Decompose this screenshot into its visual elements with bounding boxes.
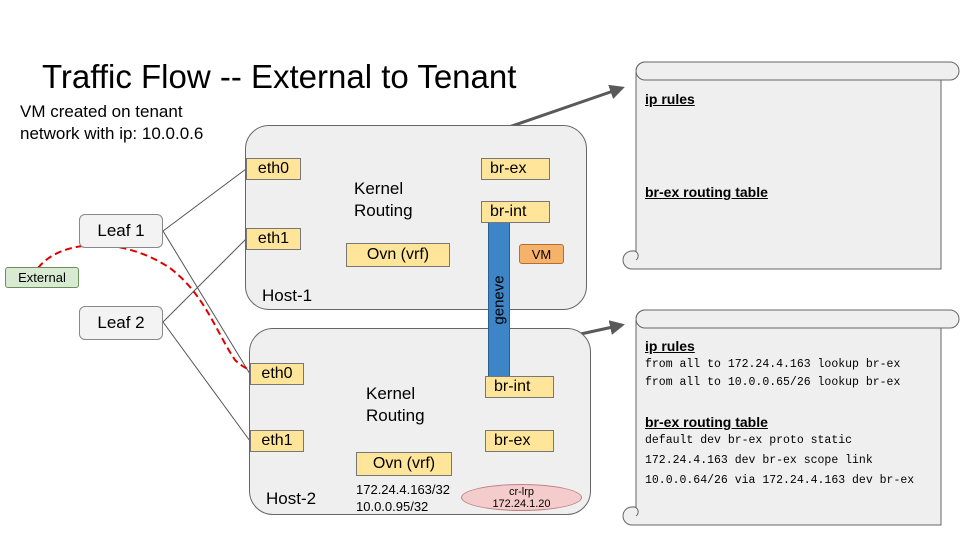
panel-2-ip-rule: from all to 10.0.0.65/26 lookup br-ex: [645, 376, 901, 389]
cr-lrp-node: cr-lrp 172.24.1.20: [461, 484, 582, 511]
panel-2-ip-rule: from all to 172.24.4.163 lookup br-ex: [645, 358, 901, 371]
host-1-br-int: br-int: [481, 201, 550, 223]
host-2-ovn-vrf: Ovn (vrf): [356, 452, 452, 476]
scroll-panel-2-shape: [622, 309, 960, 526]
subtitle: VM created on tenant network with ip: 10…: [20, 102, 204, 143]
panel-2-ip-rules-title: ip rules: [645, 338, 695, 354]
cr-lrp-ip: 172.24.1.20: [492, 497, 551, 510]
scroll-panel-2: ip rules from all to 172.24.4.163 lookup…: [636, 310, 941, 525]
scroll-panel-1: ip rules br-ex routing table: [636, 62, 941, 269]
panel-2-route: default dev br-ex proto static: [645, 434, 853, 447]
leaf-1: Leaf 1: [79, 214, 163, 248]
host-2-br-ex: br-ex: [485, 430, 554, 452]
host-1-kernel-routing-text: Kernel Routing: [354, 179, 413, 220]
host-2-ip: 10.0.0.95/32: [356, 499, 429, 514]
host-1-ovn-vrf: Ovn (vrf): [346, 243, 450, 267]
external-node: External: [5, 267, 79, 288]
host-1-br-ex: br-ex: [481, 158, 550, 180]
panel-2-routing-title: br-ex routing table: [645, 414, 768, 430]
host-2-ip: 172.24.4.163/32: [356, 482, 450, 497]
panel-1-routing-title: br-ex routing table: [645, 184, 768, 200]
host-2-kernel-routing-label: Kernel Routing: [366, 383, 425, 427]
host-1-eth0: eth0: [246, 158, 301, 180]
host-2-eth0: eth0: [250, 363, 304, 385]
host-1-kernel-routing-label: Kernel Routing: [354, 178, 413, 222]
host-2-br-int: br-int: [485, 376, 554, 398]
cr-lrp-label: cr-lrp: [508, 485, 535, 498]
host-1-label: Host-1: [262, 286, 313, 305]
host-2-label: Host-2: [266, 489, 317, 508]
vm-node: VM: [519, 244, 564, 264]
geneve-label: geneve: [490, 275, 508, 325]
host-1-eth1: eth1: [246, 228, 301, 250]
panel-2-route: 172.24.4.163 dev br-ex scope link: [645, 454, 873, 467]
host-2-eth1: eth1: [250, 430, 304, 452]
leaf-2: Leaf 2: [79, 306, 163, 340]
geneve-tunnel: geneve: [488, 222, 510, 378]
host-2-ip-list: 172.24.4.163/32 10.0.0.95/32: [356, 481, 450, 515]
host-2-kernel-routing-text: Kernel Routing: [366, 384, 425, 425]
panel-1-ip-rules-title: ip rules: [645, 91, 695, 107]
page-title: Traffic Flow -- External to Tenant: [42, 58, 517, 95]
scroll-panel-1-shape: [622, 61, 960, 270]
panel-2-route: 10.0.0.64/26 via 172.24.4.163 dev br-ex: [645, 474, 915, 487]
